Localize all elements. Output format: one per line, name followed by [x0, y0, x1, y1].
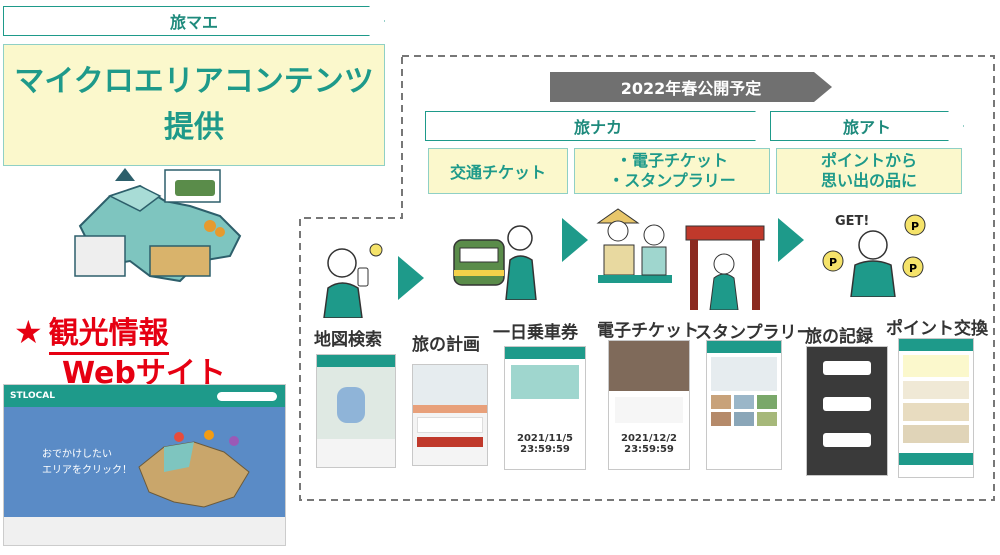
- flow-arrow-3: [778, 218, 804, 262]
- eticket-expiry-date: 2021/12/2: [620, 433, 677, 444]
- phone-trip-plan: [412, 364, 488, 466]
- step-label-point-exchange: ポイント交換: [886, 319, 988, 339]
- website-logo: STLOCAL: [10, 391, 55, 401]
- eticket-stamp-box: ・電子チケット ・スタンプラリー: [574, 148, 770, 194]
- coin-label-2: P: [911, 220, 919, 233]
- website-map-illustration[interactable]: [134, 427, 254, 515]
- website-hero: おでかけしたい エリアをクリック！: [4, 407, 285, 517]
- micro-area-map-illustration: [74, 168, 242, 283]
- points-box: ポイントから 思い出の品に: [776, 148, 962, 194]
- gate-illustration: [685, 225, 765, 310]
- phone-day-pass: 2021/11/5 23:59:59: [504, 346, 586, 470]
- tabimae-banner: 旅マエ: [3, 6, 385, 36]
- train-illustration: [453, 225, 537, 300]
- phone-trip-record: [806, 346, 888, 476]
- points-get-illustration: GET! P P P: [822, 214, 926, 297]
- flow-arrow-2: [562, 218, 588, 262]
- tabinaka-banner: 旅ナカ: [425, 111, 771, 141]
- micro-area-title-line2: 提供: [164, 110, 224, 145]
- micro-area-content-box: マイクロエリアコンテンツ 提供: [3, 44, 385, 166]
- website-footer: [4, 517, 285, 545]
- eticket-label: ・電子チケット: [615, 151, 728, 170]
- step-label-map-search: 地図検索: [314, 330, 382, 350]
- website-tagline-1: おでかけしたい: [42, 449, 112, 460]
- step-label-trip-record: 旅の記録: [805, 327, 873, 347]
- tourism-site-title: ★ 観光情報: [14, 308, 254, 355]
- website-screenshot: STLOCAL おでかけしたい エリアをクリック！: [3, 384, 286, 546]
- stamp-rally-label: ・スタンプラリー: [608, 171, 736, 190]
- points-label-2: 思い出の品に: [820, 171, 917, 190]
- release-label: 2022年春公開予定: [620, 79, 762, 98]
- flow-arrow-1: [398, 256, 424, 300]
- eticket-expiry-time: 23:59:59: [624, 444, 674, 455]
- transport-ticket-box: 交通チケット: [428, 148, 568, 194]
- map-search-map: [317, 367, 395, 439]
- phone-eticket: 2021/12/2 23:59:59: [608, 340, 690, 470]
- shop-staff-illustration: [596, 208, 672, 283]
- step-label-trip-plan: 旅の計画: [412, 335, 480, 355]
- day-pass-expiry-time: 23:59:59: [520, 444, 570, 455]
- person-with-phone-illustration: [323, 243, 383, 318]
- step-label-day-pass: 一日乗車券: [493, 323, 578, 343]
- get-text: GET!: [835, 214, 869, 229]
- release-banner: 2022年春公開予定: [550, 72, 832, 102]
- step-label-stamp-rally: スタンプラリー: [695, 323, 814, 343]
- micro-area-title-line1: マイクロエリアコンテンツ: [14, 64, 374, 99]
- tourism-info-label: 観光情報: [48, 308, 169, 355]
- tabiato-banner: 旅アト: [770, 111, 964, 141]
- tabiato-label: 旅アト: [842, 118, 891, 137]
- phone-point-exchange: [898, 338, 974, 478]
- phone-stamp-rally: [706, 340, 782, 470]
- phone-map-search: [316, 354, 396, 468]
- tabimae-label: 旅マエ: [169, 13, 218, 32]
- star-icon: ★: [14, 312, 43, 351]
- day-pass-expiry-date: 2021/11/5: [516, 433, 573, 444]
- tabinaka-label: 旅ナカ: [573, 118, 622, 137]
- website-header: STLOCAL: [4, 385, 285, 407]
- coin-label-3: P: [909, 262, 917, 275]
- website-tagline-2: エリアをクリック！: [42, 465, 132, 476]
- step-label-eticket: 電子チケット: [597, 321, 699, 341]
- website-search-bar[interactable]: [217, 391, 277, 401]
- transport-ticket-label: 交通チケット: [449, 163, 546, 182]
- coin-label-1: P: [829, 256, 837, 269]
- points-label-1: ポイントから: [820, 151, 917, 170]
